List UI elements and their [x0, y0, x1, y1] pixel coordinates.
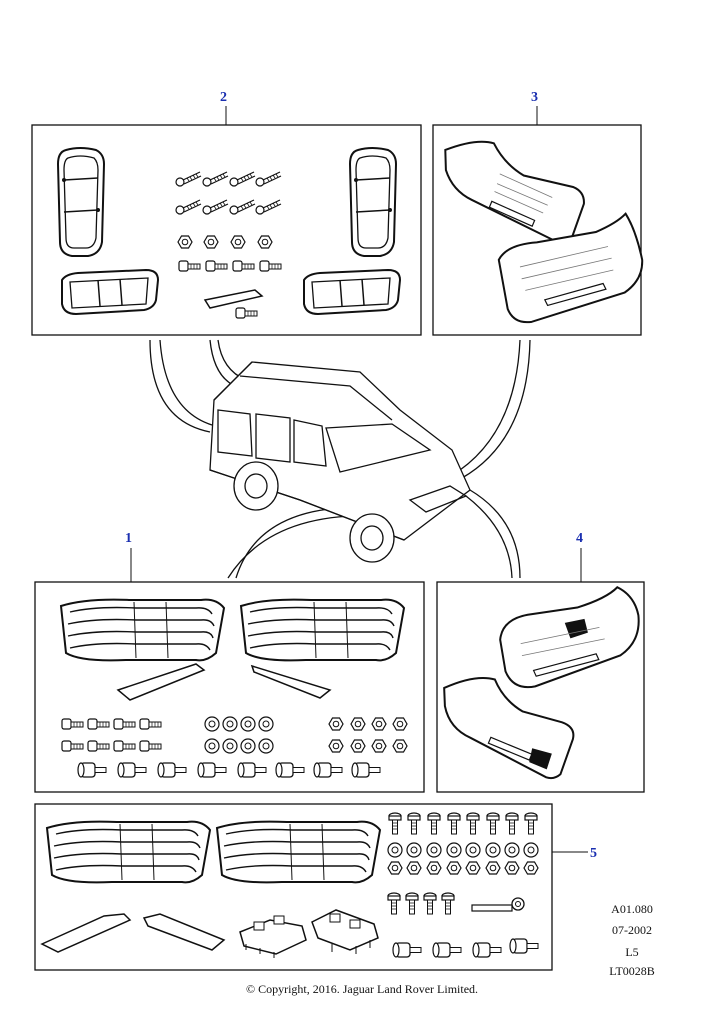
- vehicle-outline: [149, 339, 531, 579]
- reference-date: 07-2002: [612, 923, 652, 937]
- illustration-number: LT0028B: [609, 964, 655, 978]
- callout-1: 1: [125, 531, 132, 546]
- reference-level: L5: [625, 945, 639, 959]
- callout-4: 4: [576, 531, 583, 546]
- reference-code: A01.080: [611, 902, 653, 916]
- callout-3: 3: [531, 90, 538, 105]
- callout-5: 5: [590, 846, 597, 861]
- callout-2: 2: [220, 90, 227, 105]
- copyright-footer: © Copyright, 2016. Jaguar Land Rover Lim…: [245, 982, 479, 996]
